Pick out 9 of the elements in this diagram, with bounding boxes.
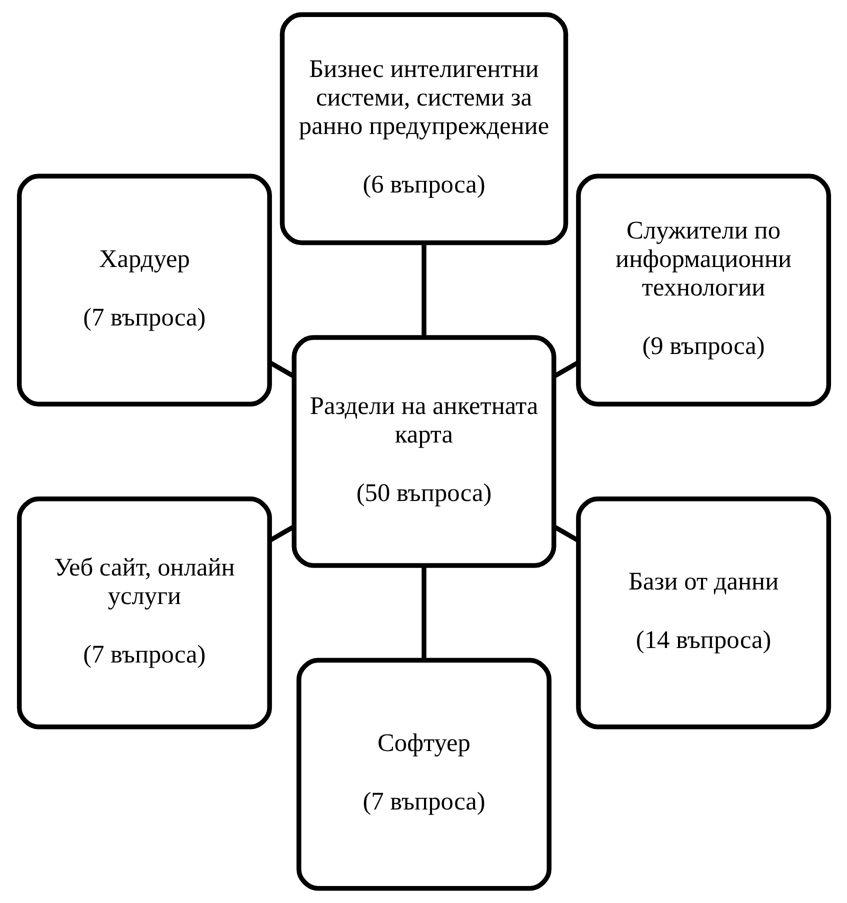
- node-box: Хардуер (7 въпроса): [16, 174, 272, 406]
- node-box: Уеб сайт, онлайн услуги (7 въпроса): [16, 496, 272, 730]
- node-box: Раздели на анкетната карта (50 въпроса): [291, 335, 556, 568]
- connector: [421, 566, 426, 660]
- node-box: Служители по информационни технологии (9 въпроса): [576, 174, 831, 406]
- node-box: Софтуер (7 въпроса): [296, 658, 551, 891]
- node-box: Бази от данни (14 въпроса): [576, 496, 831, 730]
- connector: [421, 242, 426, 338]
- node-box: Бизнес интелигентни системи, системи за ранно предупреждение (6 въпроса): [279, 12, 568, 246]
